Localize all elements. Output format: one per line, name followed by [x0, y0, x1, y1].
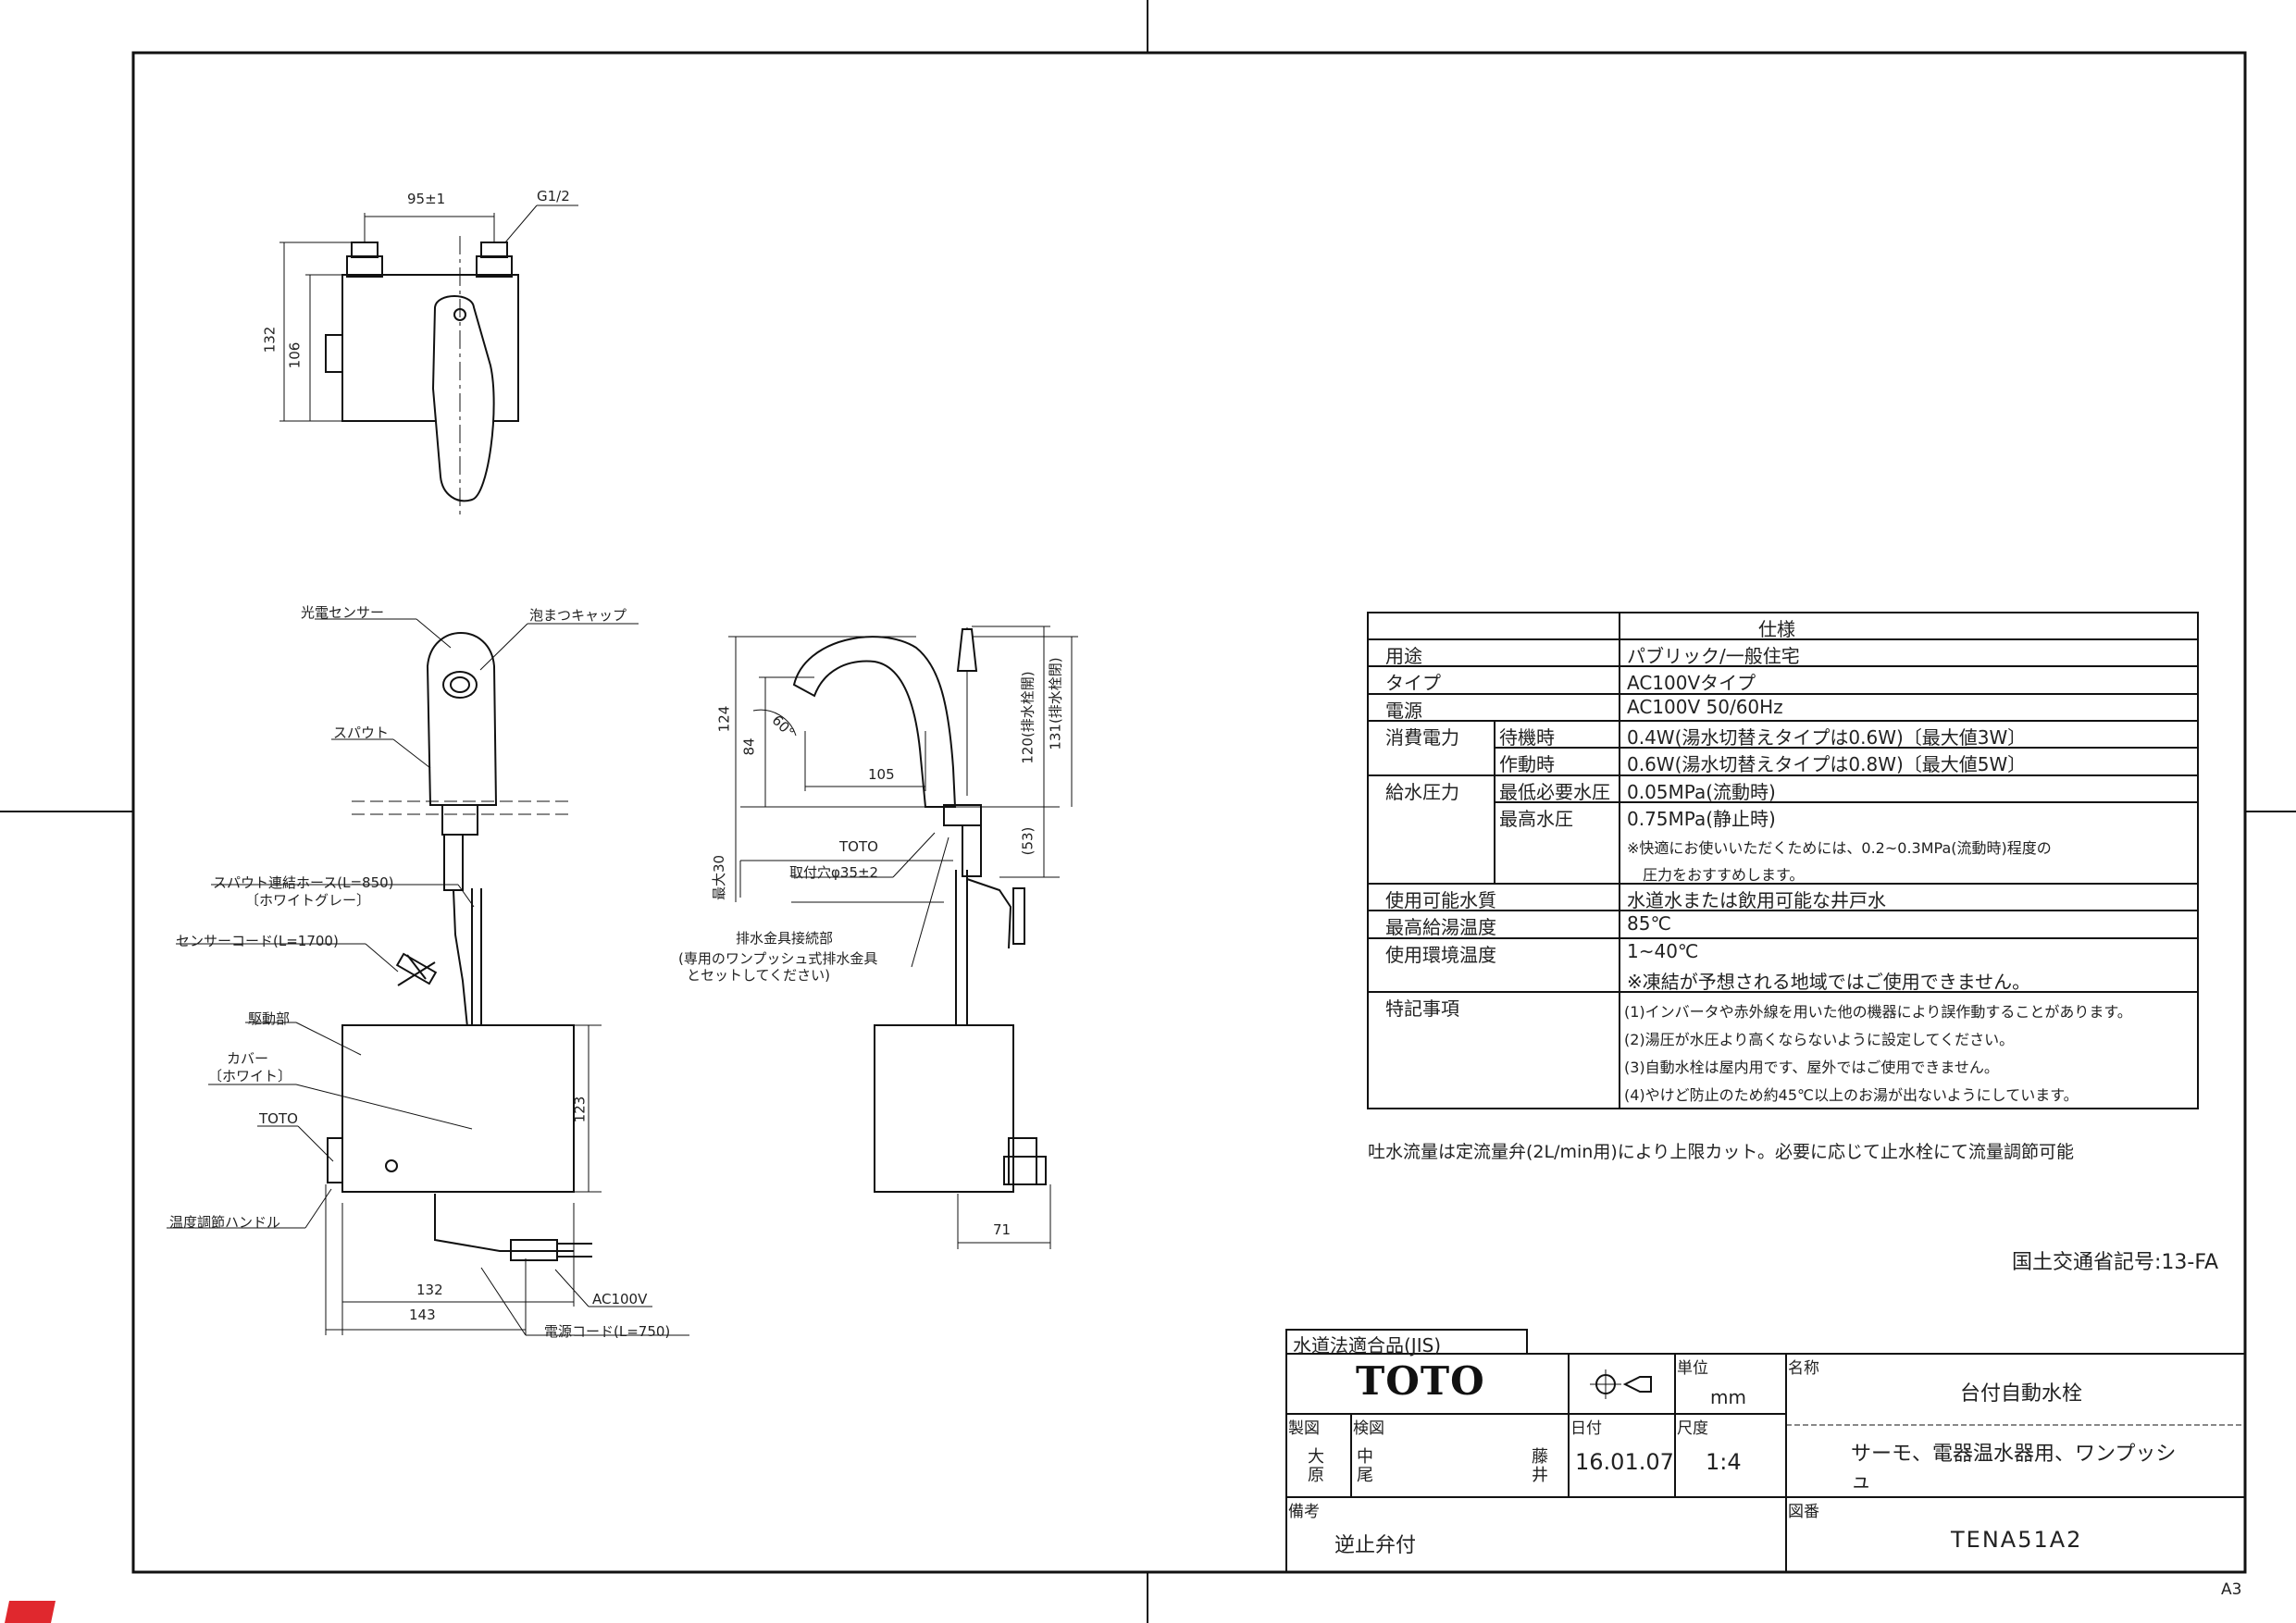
checked-label: 検図 — [1353, 1419, 1384, 1438]
flow-footnote: 吐水流量は定流量弁(2L/min用)により上限カット。必要に応じて止水栓にて流量… — [1368, 1142, 2074, 1162]
date-label: 日付 — [1570, 1419, 1602, 1438]
width-132-label: 132 — [416, 1282, 443, 1298]
spec-special-1: (1)インバータや赤外線を用いた他の機器により誤作動することがあります。 — [1624, 1003, 2132, 1021]
title-block-grid — [1285, 1329, 2245, 1572]
drawn-name-1: 大 — [1308, 1447, 1324, 1467]
scale-value: 1:4 — [1706, 1449, 1742, 1475]
checked-name-1: 中 — [1357, 1447, 1373, 1467]
spec-power-label: 電源 — [1385, 700, 1422, 722]
spec-min-label: 最低必要水圧 — [1499, 781, 1610, 803]
spec-operating-label: 作動時 — [1499, 753, 1555, 775]
faucet-side-view — [728, 626, 1078, 1249]
spec-max-value: 0.75MPa(静止時) — [1627, 808, 1776, 830]
sensor-label: 光電センサー — [301, 604, 385, 621]
spec-type-value: AC100Vタイプ — [1627, 672, 1756, 694]
spec-special-4: (4)やけど防止のため約45℃以上のお湯が出ないようにしています。 — [1624, 1086, 2079, 1104]
toto-logo: TOTO — [1356, 1358, 1485, 1404]
spec-env-note: ※凍結が予想される地域ではご使用できません。 — [1627, 971, 2031, 993]
spec-standby-value: 0.4W(湯水切替えタイプは0.6W)〔最大値3W〕 — [1627, 726, 2027, 749]
width-71-label: 71 — [993, 1221, 1011, 1238]
unit-label: 単位 — [1677, 1359, 1708, 1378]
width-105-label: 105 — [868, 766, 895, 783]
sensor-cord-label: センサーコード(L=1700) — [176, 933, 339, 949]
height-120-label: 120(排水栓開) — [1019, 671, 1036, 764]
spec-header: 仕様 — [1758, 618, 1795, 640]
drawing-number-label: 図番 — [1788, 1503, 1819, 1521]
spec-use-label: 用途 — [1385, 645, 1422, 667]
thread-label: G1/2 — [537, 188, 570, 204]
spec-use-value: パブリック/一般住宅 — [1627, 645, 1800, 667]
cover-label: カバー — [227, 1050, 269, 1067]
spec-special-3: (3)自動水栓は屋内用です、屋外ではご使用できません。 — [1624, 1059, 1999, 1076]
spec-power-value: AC100V 50/60Hz — [1627, 696, 1783, 718]
drain-note-2: とセットしてください) — [687, 967, 830, 984]
spec-min-value: 0.05MPa(流動時) — [1627, 781, 1776, 803]
faucet-front-view — [167, 618, 689, 1336]
spec-max-label: 最高水圧 — [1499, 808, 1573, 830]
approved-name-2: 井 — [1532, 1466, 1548, 1485]
drawn-label: 製図 — [1288, 1419, 1320, 1438]
height-123-label: 123 — [571, 1096, 589, 1123]
spout-label: スパウト — [333, 725, 390, 741]
power-cord-label: 電源コード(L=750) — [544, 1323, 671, 1340]
checked-name-2: 尾 — [1357, 1466, 1373, 1485]
ac-label: AC100V — [592, 1291, 648, 1307]
max-30-label: 最大30 — [711, 854, 728, 901]
remarks-value: 逆止弁付 — [1334, 1534, 1417, 1557]
spec-type-label: タイプ — [1385, 672, 1441, 694]
spec-pressure-label: 給水圧力 — [1385, 781, 1459, 803]
drain-note-1: (専用のワンプッシュ式排水金具 — [678, 950, 878, 967]
name-label: 名称 — [1788, 1359, 1819, 1378]
spec-temp-value: 85℃ — [1627, 912, 1671, 935]
height-131-label: 131(排水栓閉) — [1047, 657, 1064, 750]
corner-mark — [5, 1601, 56, 1623]
height-53-label: (53) — [1019, 826, 1036, 856]
ministry-code: 国土交通省記号:13-FA — [2012, 1251, 2219, 1274]
sheet-size: A3 — [2221, 1580, 2242, 1599]
spec-pressure-note-2: 圧力をおすすめします。 — [1643, 866, 1805, 884]
jis-label: 水道法適合品(JIS) — [1293, 1334, 1442, 1357]
product-name: 台付自動水栓 — [1960, 1382, 2083, 1406]
drawing-number: TENA51A2 — [1951, 1527, 2083, 1553]
height-84-label: 84 — [740, 737, 758, 756]
product-desc-2: ュ — [1851, 1470, 1872, 1493]
spec-operating-value: 0.6W(湯水切替えタイプは0.8W)〔最大値5W〕 — [1627, 753, 2027, 775]
spec-table-grid — [1367, 612, 2199, 1109]
faucet-top-view — [279, 204, 578, 518]
spec-env-label: 使用環境温度 — [1385, 944, 1496, 966]
spec-consumption-label: 消費電力 — [1385, 726, 1459, 749]
width-95-label: 95±1 — [407, 191, 446, 207]
spec-pressure-note-1: ※快適にお使いいただくためには、0.2~0.3MPa(流動時)程度の — [1627, 839, 2052, 857]
date-value: 16.01.07 — [1575, 1449, 1674, 1475]
scale-label: 尺度 — [1677, 1419, 1708, 1438]
spec-special-2: (2)湯圧が水圧より高くならないように設定してください。 — [1624, 1031, 2015, 1048]
product-desc-1: サーモ、電器温水器用、ワンプッシ — [1851, 1443, 2177, 1466]
drawn-name-2: 原 — [1308, 1466, 1324, 1485]
width-143-label: 143 — [409, 1307, 436, 1323]
spec-special-label: 特記事項 — [1385, 997, 1459, 1020]
height-124-label: 124 — [715, 705, 733, 733]
height-106-label: 106 — [286, 341, 304, 369]
drive-label: 駆動部 — [248, 1010, 291, 1027]
approved-name-1: 藤 — [1532, 1447, 1548, 1467]
hose-label: スパウト連結ホース(L=850) — [213, 874, 394, 891]
unit-value: mm — [1710, 1386, 1746, 1408]
cover-color-label: 〔ホワイト〕 — [208, 1068, 292, 1084]
temp-handle-label: 温度調節ハンドル — [169, 1214, 281, 1231]
height-132-label: 132 — [261, 326, 279, 353]
spec-temp-label: 最高給湯温度 — [1385, 916, 1496, 938]
cap-label: 泡まつキャップ — [529, 607, 627, 624]
toto-mark-label: TOTO — [839, 838, 878, 855]
spec-water-value: 水道水または飲用可能な井戸水 — [1627, 889, 1886, 911]
spec-standby-label: 待機時 — [1499, 726, 1555, 749]
hose-color-label: 〔ホワイトグレー〕 — [245, 892, 371, 909]
mount-hole-label: 取付穴φ35±2 — [789, 864, 879, 881]
remarks-label: 備考 — [1288, 1503, 1320, 1521]
spec-env-value: 1~40℃ — [1627, 940, 1699, 962]
spec-water-label: 使用可能水質 — [1385, 889, 1496, 911]
toto-brand-label: TOTO — [259, 1110, 298, 1127]
drain-title-label: 排水金具接続部 — [736, 930, 834, 947]
